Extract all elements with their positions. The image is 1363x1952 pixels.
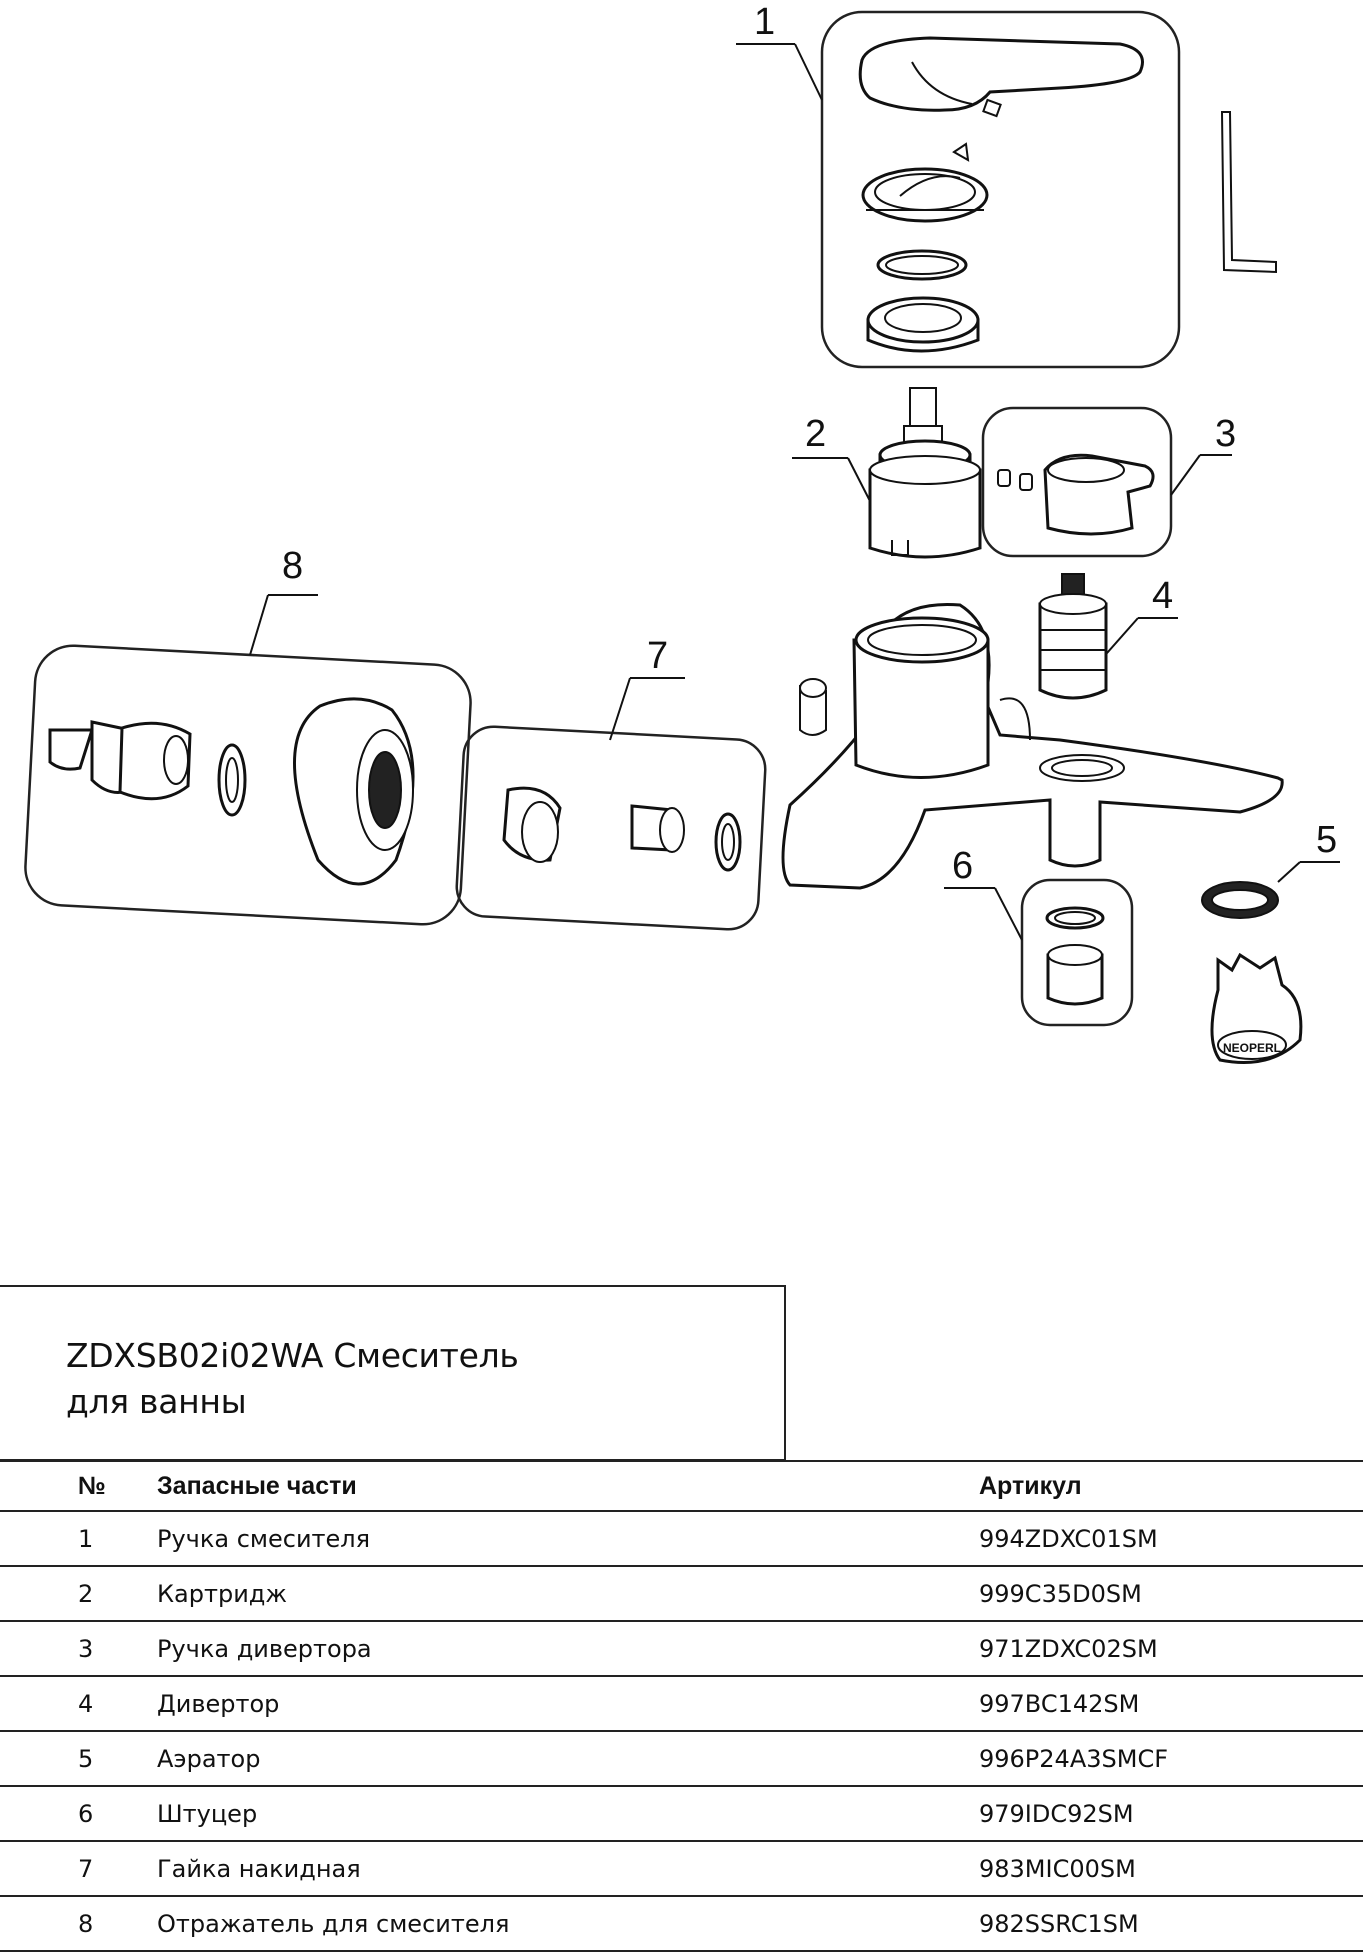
row-number: 4 bbox=[0, 1675, 157, 1732]
row-article: 983MIC00SM bbox=[979, 1840, 1363, 1897]
table-row: 3 Ручка дивертора 971ZDXC02SM bbox=[0, 1620, 1363, 1677]
row-part-name: Аэратор bbox=[157, 1730, 979, 1787]
hex-key-icon bbox=[1220, 111, 1277, 274]
row-part-name: Отражатель для смесителя bbox=[157, 1895, 979, 1952]
row-article: 979IDC92SM bbox=[979, 1785, 1363, 1842]
row-part-name: Ручка дивертора bbox=[157, 1620, 979, 1677]
row-part-name: Картридж bbox=[157, 1565, 979, 1622]
exploded-parts-diagram: 1 2 3 bbox=[24, 1, 1340, 1064]
part-group-3-diverter-handle: 3 bbox=[981, 406, 1236, 558]
row-article: 999C35D0SM bbox=[979, 1565, 1363, 1622]
title-line-2: для ванны bbox=[66, 1382, 247, 1421]
part-group-1-handle: 1 bbox=[736, 1, 1181, 369]
neoperl-logo: NEOPERL bbox=[1223, 1041, 1281, 1055]
part-group-2-cartridge: 2 bbox=[792, 387, 982, 559]
row-number: 3 bbox=[0, 1620, 157, 1677]
row-number: 2 bbox=[0, 1565, 157, 1622]
table-row: 2 Картридж 999C35D0SM bbox=[0, 1565, 1363, 1622]
callout-1: 1 bbox=[754, 1, 775, 43]
callout-4: 4 bbox=[1152, 575, 1173, 617]
part-group-4-diverter: 4 bbox=[1038, 573, 1178, 700]
col-header-part: Запасные части bbox=[157, 1460, 979, 1512]
title-block: ZDXSB02i02WA Смеситель для ванны bbox=[0, 1285, 786, 1461]
row-article: 994ZDXC01SM bbox=[979, 1510, 1363, 1567]
col-header-article: Артикул bbox=[979, 1460, 1363, 1512]
mixer-body bbox=[781, 602, 1284, 890]
page-title: ZDXSB02i02WA Смеситель для ванны bbox=[66, 1333, 519, 1425]
part-group-5-aerator: 5 NEOPERL bbox=[1201, 819, 1340, 1064]
row-article: 971ZDXC02SM bbox=[979, 1620, 1363, 1677]
callout-5: 5 bbox=[1316, 819, 1337, 861]
row-part-name: Дивертор bbox=[157, 1675, 979, 1732]
row-number: 1 bbox=[0, 1510, 157, 1567]
callout-6: 6 bbox=[952, 845, 973, 887]
row-article: 997BC142SM bbox=[979, 1675, 1363, 1732]
table-row: 6 Штуцер 979IDC92SM bbox=[0, 1785, 1363, 1842]
row-article: 996P24A3SMCF bbox=[979, 1730, 1363, 1787]
part-group-7-union-nut: 7 bbox=[455, 635, 767, 931]
callout-7: 7 bbox=[647, 635, 668, 677]
row-part-name: Ручка смесителя bbox=[157, 1510, 979, 1567]
row-number: 6 bbox=[0, 1785, 157, 1842]
table-row: 5 Аэратор 996P24A3SMCF bbox=[0, 1730, 1363, 1787]
table-row: 8 Отражатель для смесителя 982SSRC1SM bbox=[0, 1895, 1363, 1952]
part-group-8-reflector: 8 bbox=[24, 545, 472, 926]
row-number: 7 bbox=[0, 1840, 157, 1897]
callout-2: 2 bbox=[805, 413, 826, 455]
table-row: 7 Гайка накидная 983MIC00SM bbox=[0, 1840, 1363, 1897]
table-row: 4 Дивертор 997BC142SM bbox=[0, 1675, 1363, 1732]
callout-3: 3 bbox=[1215, 413, 1236, 455]
title-line-1: ZDXSB02i02WA Смеситель bbox=[66, 1336, 519, 1375]
row-part-name: Гайка накидная bbox=[157, 1840, 979, 1897]
row-number: 8 bbox=[0, 1895, 157, 1952]
row-number: 5 bbox=[0, 1730, 157, 1787]
callout-8: 8 bbox=[282, 545, 303, 587]
row-part-name: Штуцер bbox=[157, 1785, 979, 1842]
table-row: 1 Ручка смесителя 994ZDXC01SM bbox=[0, 1510, 1363, 1567]
table-header-row: № Запасные части Артикул bbox=[0, 1460, 1363, 1512]
row-article: 982SSRC1SM bbox=[979, 1895, 1363, 1952]
part-group-6-fitting: 6 bbox=[944, 845, 1134, 1027]
spare-parts-table: № Запасные части Артикул 1 Ручка смесите… bbox=[0, 1460, 1363, 1952]
col-header-number: № bbox=[0, 1460, 157, 1512]
